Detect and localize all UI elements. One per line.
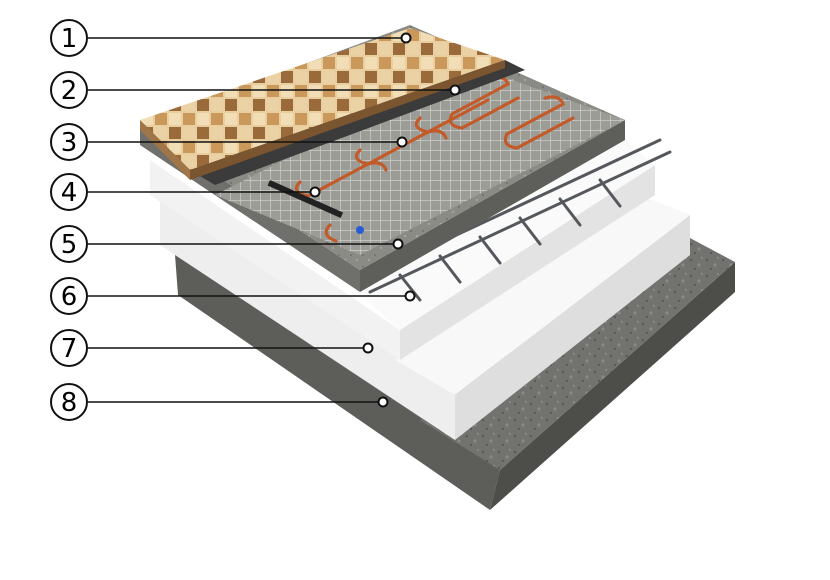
leader-lines bbox=[88, 37, 455, 403]
callout-4-number: 4 bbox=[61, 178, 78, 208]
callout-1: 1 bbox=[50, 19, 88, 57]
callout-6: 6 bbox=[50, 277, 88, 315]
heating-cable bbox=[294, 75, 575, 243]
heating-mat-layer bbox=[215, 65, 625, 255]
callout-3: 3 bbox=[50, 123, 88, 161]
callout-8-number: 8 bbox=[61, 388, 78, 418]
callout-1-number: 1 bbox=[61, 24, 78, 54]
leader-dots bbox=[309, 32, 461, 408]
callout-3-number: 3 bbox=[61, 128, 78, 158]
callout-8: 8 bbox=[50, 383, 88, 421]
callout-6-number: 6 bbox=[61, 282, 78, 312]
callout-4: 4 bbox=[50, 173, 88, 211]
callout-5: 5 bbox=[50, 225, 88, 263]
callout-5-number: 5 bbox=[61, 230, 78, 260]
upper-insulation-layer bbox=[150, 135, 655, 360]
callout-2-number: 2 bbox=[61, 76, 78, 106]
callout-7: 7 bbox=[50, 329, 88, 367]
callout-2: 2 bbox=[50, 71, 88, 109]
callout-7-number: 7 bbox=[61, 334, 78, 364]
cable-connector bbox=[267, 180, 364, 234]
lower-insulation-layer bbox=[160, 195, 690, 440]
tile-adhesive-layer bbox=[190, 60, 525, 185]
